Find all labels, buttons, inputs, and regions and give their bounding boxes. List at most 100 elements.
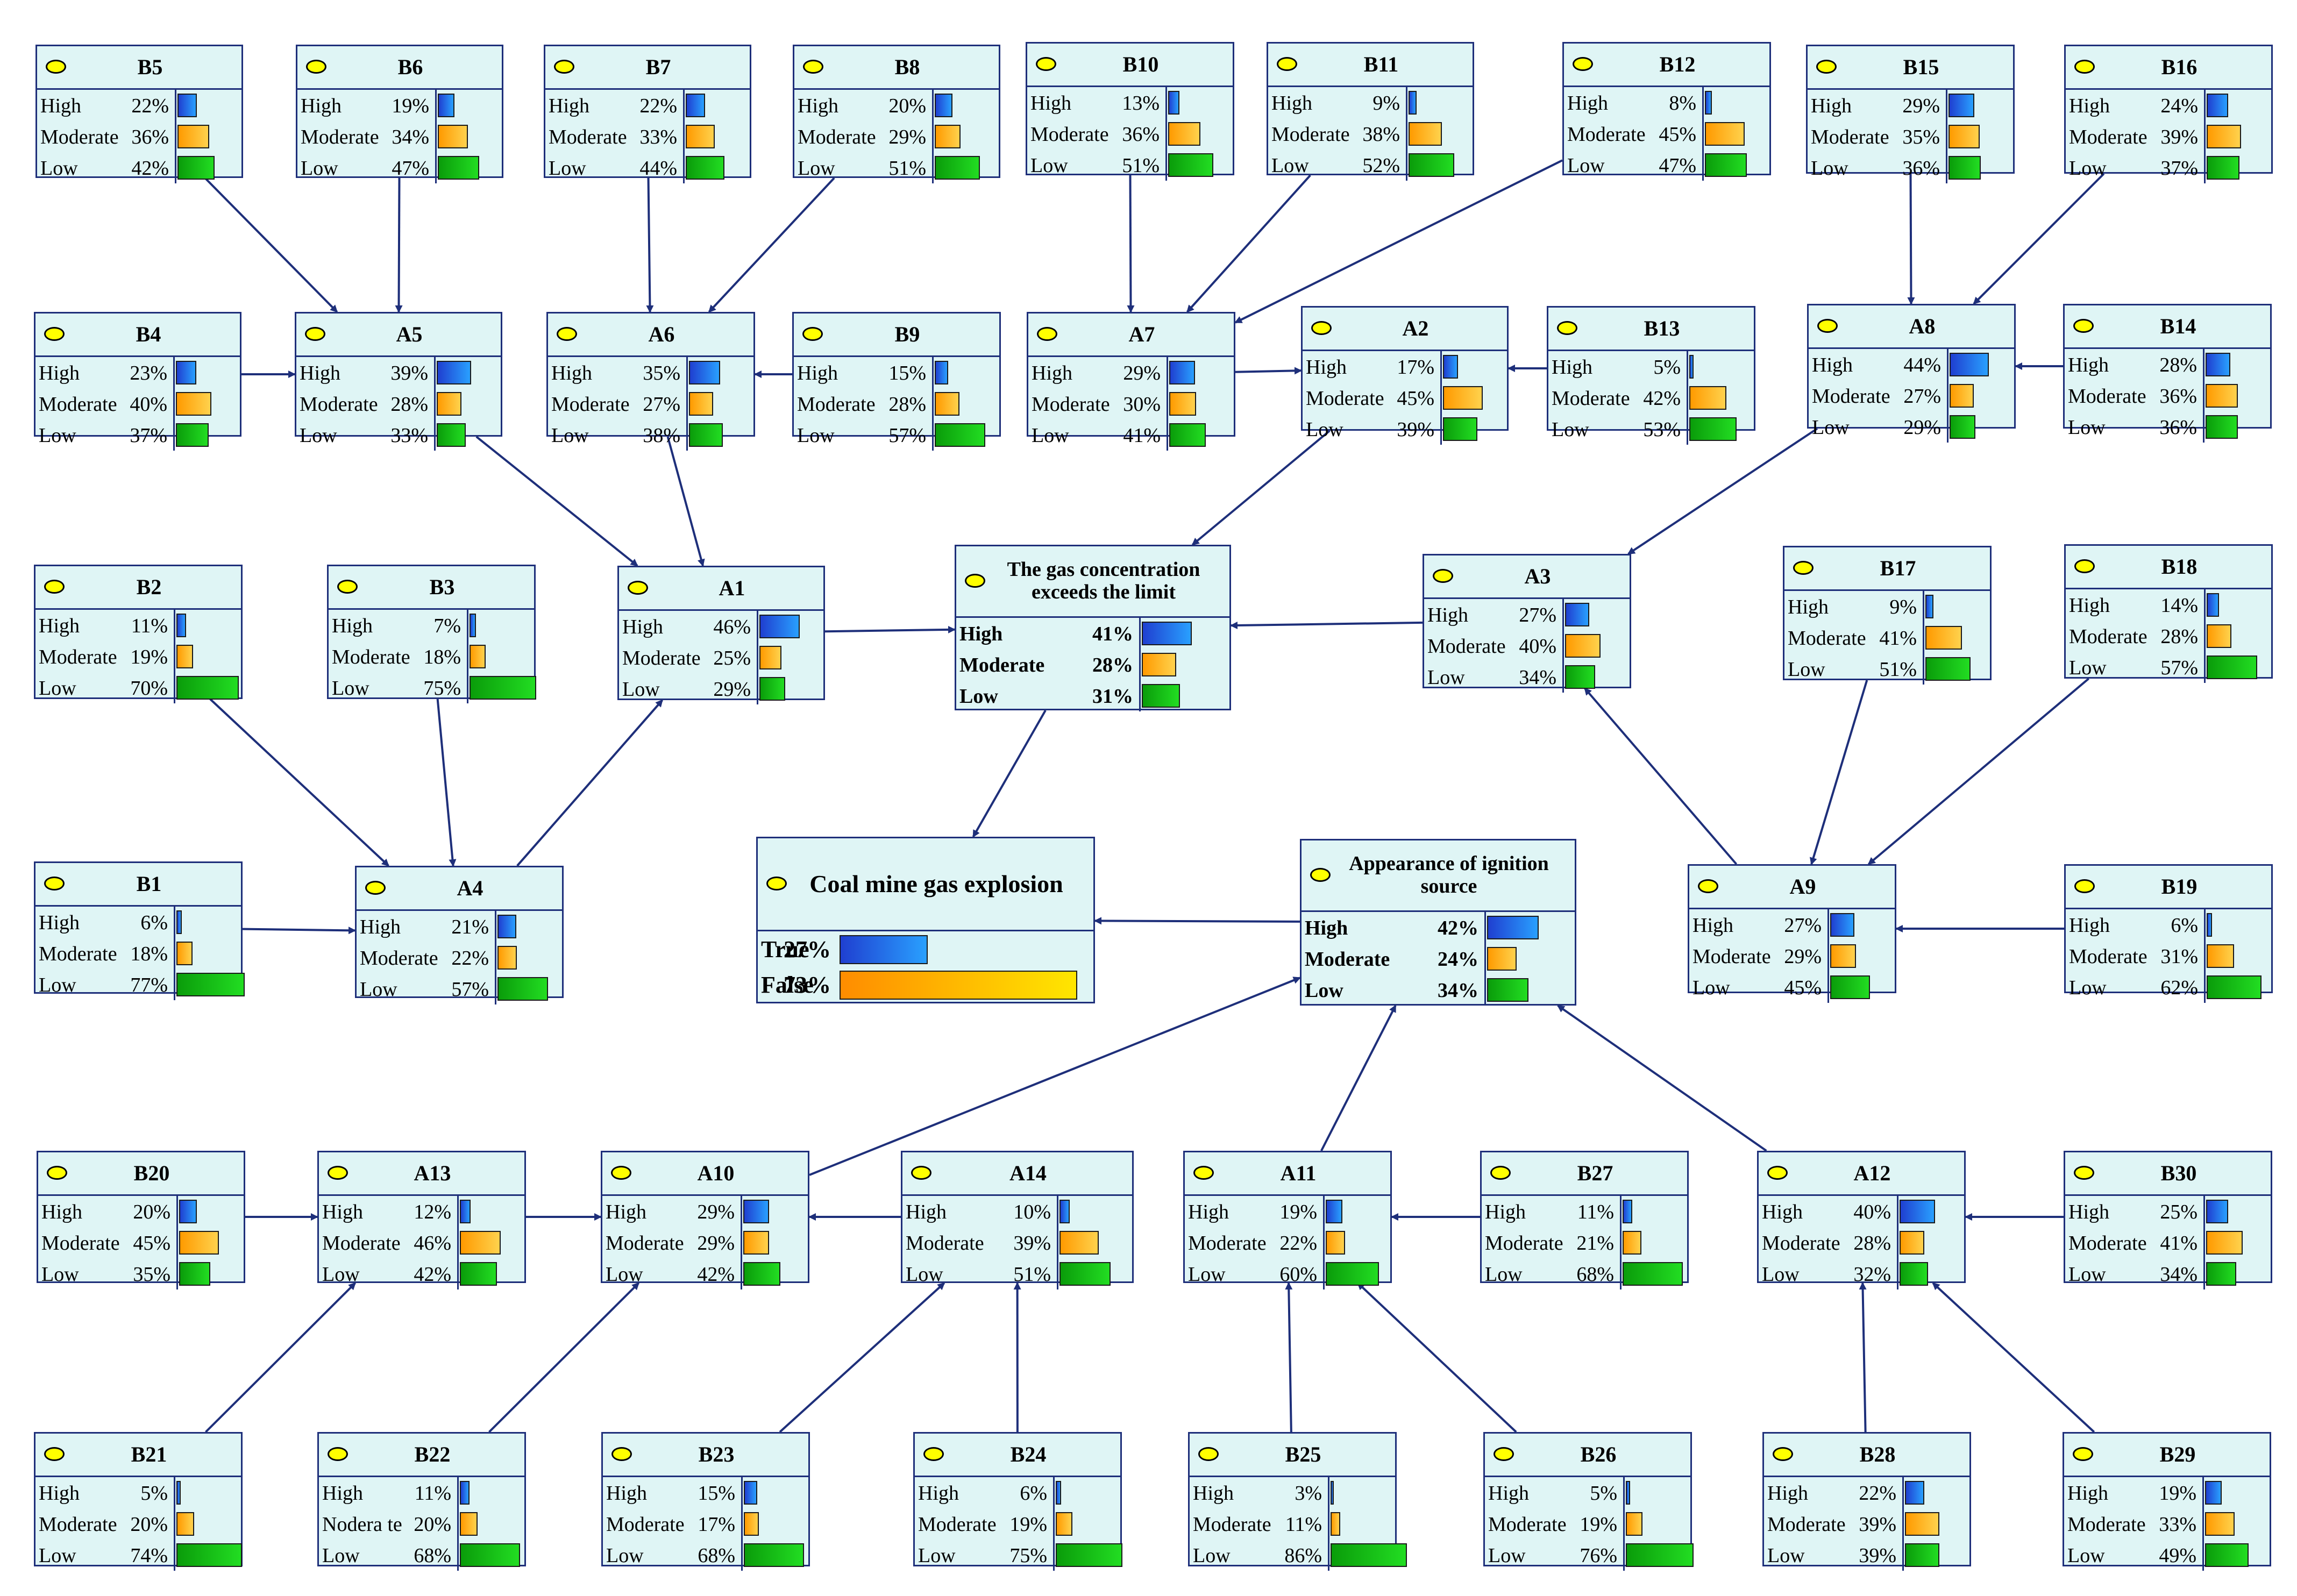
state-percent: 68% — [1576, 1263, 1614, 1286]
state-percent: 20% — [130, 1513, 168, 1536]
state-label: High — [906, 1201, 947, 1223]
state-indicator-icon — [2074, 559, 2095, 573]
state-percent: 45% — [1784, 977, 1822, 999]
edge-b17-to-a9 — [1809, 680, 1868, 865]
node-title: A11 — [1280, 1161, 1317, 1185]
node-title: B7 — [645, 55, 671, 79]
probability-bar — [1056, 1512, 1072, 1536]
node-title: A13 — [414, 1161, 451, 1185]
edge-a4-to-a1 — [516, 699, 664, 867]
state-percent: 57% — [451, 978, 489, 1001]
probability-bar — [1409, 91, 1417, 115]
edge-b2-to-a4 — [209, 698, 389, 867]
state-label: Moderate — [2068, 1232, 2147, 1255]
probability-bar — [1169, 361, 1195, 384]
column-separator — [457, 1196, 459, 1289]
state-label: Low — [1032, 424, 1069, 447]
probability-bar — [2206, 353, 2230, 376]
probability-bar — [438, 156, 479, 180]
state-indicator-icon — [2074, 879, 2095, 893]
state-label: High — [1427, 604, 1468, 626]
state-label: Low — [1788, 658, 1825, 681]
edge-a12-to-ign — [1556, 1004, 1767, 1152]
state-indicator-icon — [1310, 868, 1331, 882]
state-percent: 11% — [1285, 1513, 1322, 1536]
probability-bar — [1925, 626, 1962, 650]
state-percent: 40% — [130, 393, 167, 416]
probability-bar — [177, 94, 197, 117]
probability-bar — [176, 1481, 181, 1505]
state-percent: 11% — [414, 1482, 451, 1505]
node-header: B29 — [2064, 1434, 2270, 1477]
probability-bar — [1905, 1543, 1939, 1567]
node-header: B5 — [37, 46, 241, 90]
probability-bar — [2206, 1262, 2236, 1286]
state-indicator-icon — [611, 1166, 631, 1180]
probability-bar — [2207, 156, 2239, 180]
probability-bar — [2207, 94, 2228, 117]
probability-bar — [460, 1512, 478, 1536]
probability-bar — [176, 392, 211, 416]
probability-bar — [935, 156, 980, 180]
node-title: Coal mine gas explosion — [809, 870, 1063, 897]
